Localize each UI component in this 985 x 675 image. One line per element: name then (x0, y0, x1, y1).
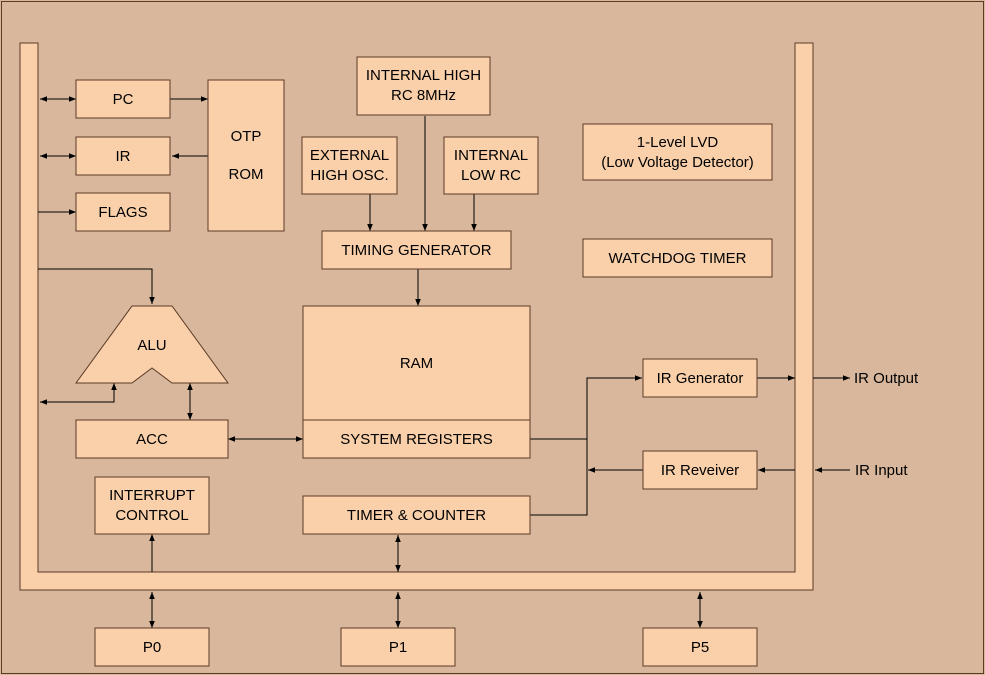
lvd-label-line1: 1-Level LVD (637, 134, 719, 151)
system-registers-label: SYSTEM REGISTERS (340, 431, 493, 448)
port-p0-label: P0 (143, 639, 161, 656)
ir-block: IR (75, 136, 171, 176)
ir-label: IR (116, 148, 131, 165)
external-high-osc-label-line2: HIGH OSC. (310, 167, 388, 184)
timer-counter-label: TIMER & COUNTER (347, 507, 486, 524)
pc-block: PC (75, 79, 171, 119)
port-p1-block: P1 (340, 627, 456, 667)
lvd-label-line2: (Low Voltage Detector) (601, 154, 754, 171)
alu-block: ALU (75, 305, 229, 384)
ir-output-label: IR Output (854, 370, 919, 387)
timing-generator-block: TIMING GENERATOR (321, 230, 512, 270)
flags-block: FLAGS (75, 192, 171, 232)
internal-low-rc-label-line2: LOW RC (461, 167, 521, 184)
connections (38, 96, 850, 628)
lvd-block: 1-Level LVD (Low Voltage Detector) (582, 123, 773, 181)
interrupt-control-label-line1: INTERRUPT (109, 487, 195, 504)
alu-label: ALU (137, 337, 166, 354)
watchdog-timer-label: WATCHDOG TIMER (608, 250, 746, 267)
port-p5-label: P5 (691, 639, 709, 656)
watchdog-timer-block: WATCHDOG TIMER (582, 238, 773, 278)
internal-high-rc-block: INTERNAL HIGH RC 8MHz (356, 56, 491, 116)
pc-label: PC (113, 91, 134, 108)
ir-generator-block: IR Generator (642, 358, 758, 398)
internal-low-rc-block: INTERNAL LOW RC (443, 136, 539, 195)
otp-rom-block: OTP ROM (207, 79, 285, 232)
ir-receiver-block: IR Reveiver (642, 450, 758, 490)
system-registers-block: SYSTEM REGISTERS (302, 419, 531, 459)
system-bus (19, 42, 814, 591)
ir-generator-label: IR Generator (657, 370, 744, 387)
ram-label: RAM (400, 355, 433, 372)
flags-label: FLAGS (98, 204, 147, 221)
timer-counter-block: TIMER & COUNTER (302, 495, 531, 535)
interrupt-control-block: INTERRUPT CONTROL (94, 476, 210, 535)
port-p0-block: P0 (94, 627, 210, 667)
internal-high-rc-label-line1: INTERNAL HIGH (366, 67, 481, 84)
internal-low-rc-label-line1: INTERNAL (454, 147, 528, 164)
ir-receiver-label: IR Reveiver (661, 462, 739, 479)
interrupt-control-label-line2: CONTROL (115, 507, 188, 524)
port-p1-label: P1 (389, 639, 407, 656)
ir-input-label: IR Input (855, 462, 908, 479)
port-p5-block: P5 (642, 627, 758, 667)
otp-rom-label-line1: OTP (231, 128, 262, 145)
external-high-osc-block: EXTERNAL HIGH OSC. (301, 136, 398, 195)
acc-block: ACC (75, 419, 229, 459)
timing-generator-label: TIMING GENERATOR (341, 242, 491, 259)
internal-high-rc-label-line2: RC 8MHz (391, 87, 456, 104)
otp-rom-label-line2: ROM (229, 166, 264, 183)
ram-block: RAM (302, 305, 531, 421)
acc-label: ACC (136, 431, 168, 448)
external-high-osc-label-line1: EXTERNAL (310, 147, 389, 164)
